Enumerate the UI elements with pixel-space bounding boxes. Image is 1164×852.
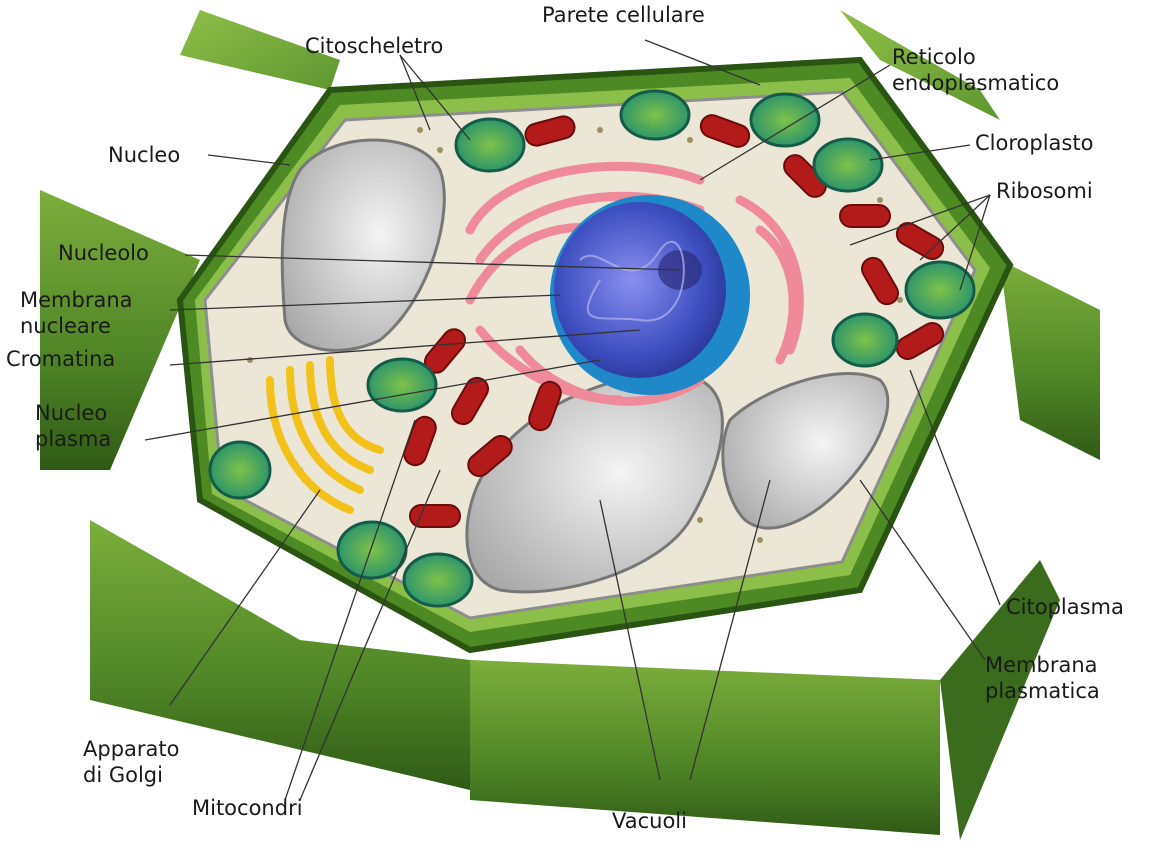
label-apparato-di-golgi: Apparato di Golgi	[83, 736, 179, 788]
label-membrana-nucleare-line2: nucleare	[20, 313, 133, 339]
label-citoplasma: Citoplasma	[1006, 594, 1124, 620]
label-nucleo-plasma: Nucleo plasma	[35, 400, 111, 452]
label-reticolo-line2: endoplasmatico	[892, 70, 1059, 96]
label-nucleo-plasma-line2: plasma	[35, 426, 111, 452]
label-membrana-plasmatica-line2: plasmatica	[985, 678, 1100, 704]
label-cromatina: Cromatina	[6, 346, 115, 372]
label-apparato-line2: di Golgi	[83, 762, 179, 788]
label-cloroplasto: Cloroplasto	[975, 130, 1093, 156]
label-membrana-nucleare: Membrana nucleare	[20, 287, 133, 339]
label-apparato-line1: Apparato	[83, 736, 179, 762]
label-parete-cellulare: Parete cellulare	[542, 2, 705, 28]
label-citoscheletro: Citoscheletro	[305, 33, 443, 59]
label-vacuoli: Vacuoli	[612, 808, 687, 834]
label-nucleo: Nucleo	[108, 142, 180, 168]
label-reticolo-endoplasmatico: Reticolo endoplasmatico	[892, 44, 1059, 96]
label-membrana-plasmatica: Membrana plasmatica	[985, 652, 1100, 704]
nucleus	[550, 195, 750, 395]
label-reticolo-line1: Reticolo	[892, 44, 1059, 70]
label-mitocondri: Mitocondri	[192, 795, 303, 821]
label-nucleo-plasma-line1: Nucleo	[35, 400, 111, 426]
label-membrana-nucleare-line1: Membrana	[20, 287, 133, 313]
label-membrana-plasmatica-line1: Membrana	[985, 652, 1100, 678]
label-nucleolo: Nucleolo	[58, 240, 149, 266]
label-ribosomi: Ribosomi	[996, 178, 1093, 204]
